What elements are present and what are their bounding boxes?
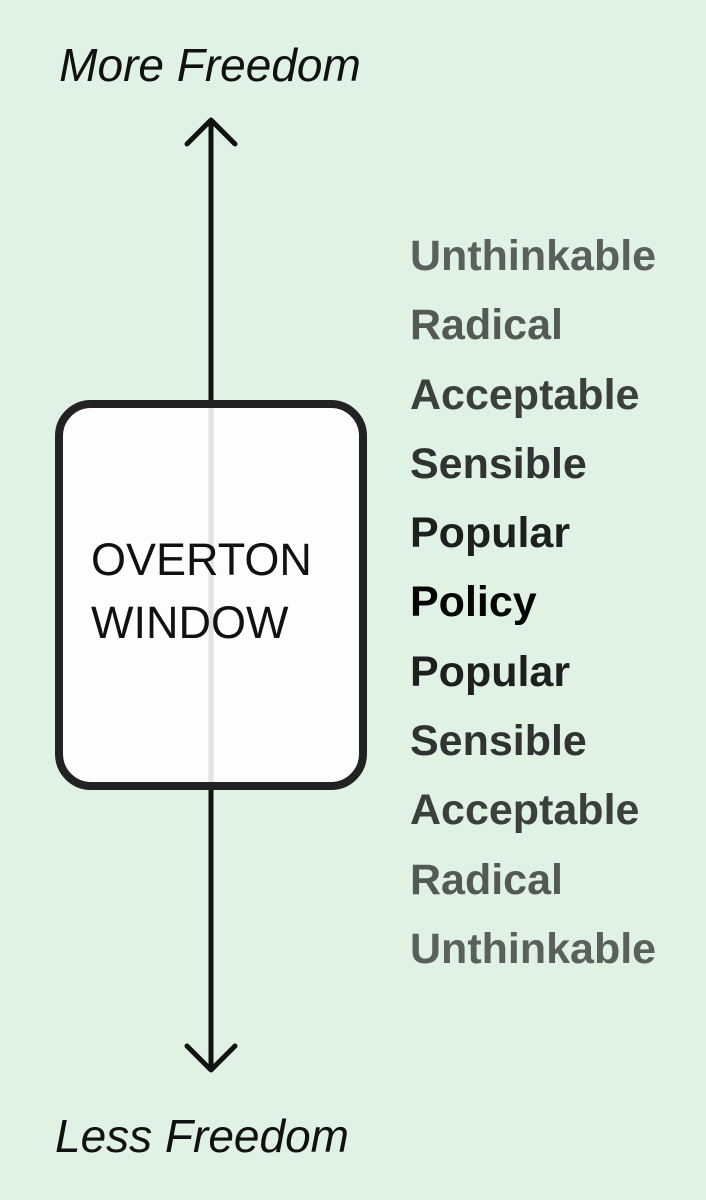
level-item: Sensible: [410, 439, 587, 488]
level-item: Unthinkable: [410, 924, 657, 973]
overton-window-box: [55, 400, 367, 790]
window-title-line-1: OVERTON: [91, 534, 312, 585]
arrow-head-up-icon: [184, 117, 238, 147]
level-item: Popular: [410, 509, 571, 558]
level-item: Acceptable: [410, 370, 640, 419]
window-title-line-2: WINDOW: [91, 597, 289, 648]
more-freedom-label: More Freedom: [59, 39, 361, 91]
level-item: Popular: [410, 647, 571, 696]
level-item-policy: Policy: [410, 578, 537, 627]
level-item: Acceptable: [410, 786, 640, 835]
level-item: Sensible: [410, 717, 587, 766]
level-item: Radical: [410, 855, 563, 904]
arrow-head-down-icon: [184, 1043, 238, 1073]
acceptability-levels-list: Unthinkable Radical Acceptable Sensible …: [410, 222, 656, 984]
level-item: Radical: [410, 301, 563, 350]
level-item: Unthinkable: [410, 232, 657, 280]
less-freedom-label: Less Freedom: [54, 1110, 349, 1162]
overton-window-title: OVERTON WINDOW: [55, 528, 367, 654]
